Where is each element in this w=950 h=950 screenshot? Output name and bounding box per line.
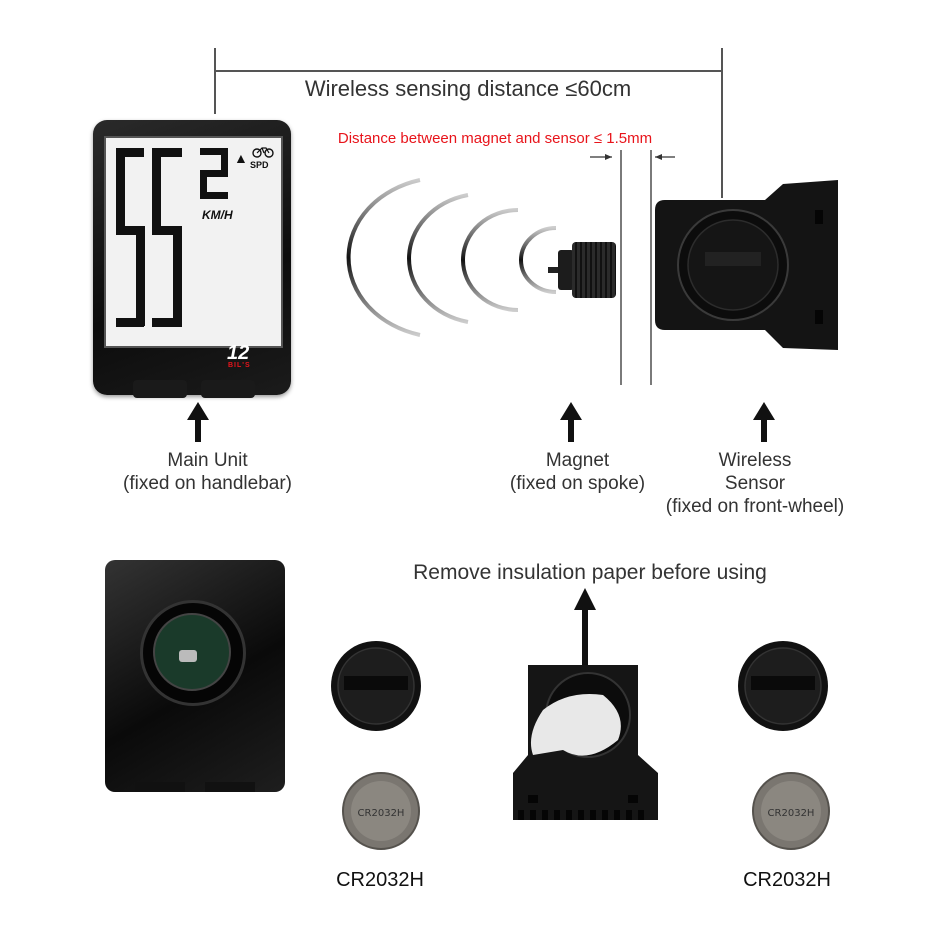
- svg-text:CR2032H: CR2032H: [358, 808, 405, 819]
- coin-battery-left: CR2032H: [342, 772, 420, 850]
- brand-logo: 12: [227, 342, 250, 364]
- mode-button-right: [201, 380, 255, 398]
- dimension-right-tick: [721, 48, 723, 198]
- wireless-distance-label: Wireless sensing distance ≤60cm: [304, 76, 632, 101]
- main-unit-device: ▲ SPD KM/H 12 BIL'S: [93, 120, 291, 398]
- speed-digits: [116, 148, 182, 327]
- coin-battery-right: CR2032H: [752, 772, 830, 850]
- sensor-label: Wireless Sensor (fixed on front-wheel): [665, 450, 845, 517]
- magnet-device: [548, 240, 622, 300]
- svg-text:CR2032H: CR2032H: [768, 808, 815, 819]
- battery-right-label: CR2032H: [743, 869, 831, 891]
- magnet-distance-label: Distance between magnet and sensor ≤ 1.5…: [337, 130, 653, 147]
- mode-button-left: [133, 380, 187, 398]
- wireless-sensor-device: [655, 180, 838, 350]
- up-arrow-icon: ▲: [234, 150, 248, 166]
- spd-indicator: SPD: [250, 160, 269, 170]
- instruction-label: Remove insulation paper before using: [413, 561, 767, 584]
- main-unit-back: [105, 560, 285, 792]
- sub-brand-logo: BIL'S: [228, 362, 251, 369]
- magnet-label: Magnet (fixed on spoke): [509, 450, 646, 494]
- lcd-screen: ▲ SPD KM/H: [104, 136, 283, 348]
- bike-icon: [252, 146, 274, 158]
- battery-cover-left: [331, 641, 421, 731]
- battery-left-label: CR2032H: [336, 869, 424, 891]
- unit-label: KM/H: [202, 208, 233, 222]
- main-unit-label: Main Unit (fixed on handlebar): [123, 450, 292, 494]
- dimension-line: [214, 70, 722, 72]
- dimension-left-tick: [214, 48, 216, 114]
- sensor-back: [513, 665, 658, 820]
- battery-cover-right: [738, 641, 828, 731]
- small-digit: [200, 148, 228, 199]
